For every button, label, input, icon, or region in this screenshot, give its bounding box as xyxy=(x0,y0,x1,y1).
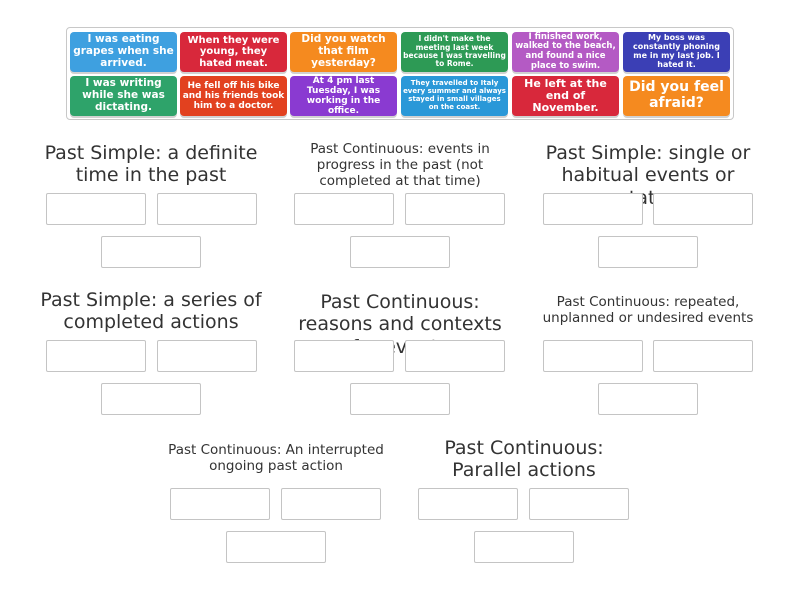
category-heading: Past Simple: a definite time in the past xyxy=(44,142,258,187)
card-eating-grapes[interactable]: I was eating grapes when she arrived. xyxy=(70,32,177,72)
drop-slot[interactable] xyxy=(474,531,574,563)
drop-slot[interactable] xyxy=(101,383,201,415)
card-boss-phoning[interactable]: My boss was constantly phoning me in my … xyxy=(623,32,730,72)
card-writing-dictating[interactable]: I was writing while she was dictating. xyxy=(70,76,177,116)
card-feel-afraid[interactable]: Did you feel afraid? xyxy=(623,76,730,116)
drop-slot[interactable] xyxy=(170,488,270,520)
drop-slot[interactable] xyxy=(294,340,394,372)
card-left-november[interactable]: He left at the end of November. xyxy=(512,76,619,116)
card-tray xyxy=(66,27,734,120)
drop-slot[interactable] xyxy=(46,340,146,372)
drop-slot[interactable] xyxy=(281,488,381,520)
drop-slot[interactable] xyxy=(157,340,257,372)
drop-slot[interactable] xyxy=(405,193,505,225)
card-hated-meat[interactable]: When they were young, they hated meat. xyxy=(180,32,287,72)
card-travelled-italy[interactable]: They travelled to Italy every summer and… xyxy=(401,76,508,116)
card-4pm-office[interactable]: At 4 pm last Tuesday, I was working in t… xyxy=(290,76,397,116)
drop-slot[interactable] xyxy=(543,340,643,372)
drop-slot[interactable] xyxy=(529,488,629,520)
category-heading: Past Simple: a series of completed actio… xyxy=(40,289,262,334)
drop-slot[interactable] xyxy=(598,236,698,268)
drop-slot[interactable] xyxy=(653,193,753,225)
category-heading: Past Continuous: repeated, unplanned or … xyxy=(542,294,754,326)
drop-slot[interactable] xyxy=(653,340,753,372)
category-heading: Past Simple: single or habitual events o… xyxy=(545,142,751,209)
drop-slot[interactable] xyxy=(350,383,450,415)
card-watch-film[interactable]: Did you watch that film yesterday? xyxy=(290,32,397,72)
drop-slot[interactable] xyxy=(543,193,643,225)
category-heading: Past Continuous: events in progress in t… xyxy=(310,141,490,189)
drop-slot[interactable] xyxy=(157,193,257,225)
category-heading: Past Continuous: An interrupted ongoing … xyxy=(168,442,384,474)
card-fell-off-bike[interactable]: He fell off his bike and his friends too… xyxy=(180,76,287,116)
drop-slot[interactable] xyxy=(350,236,450,268)
card-meeting-rome[interactable]: I didn't make the meeting last week beca… xyxy=(401,32,508,72)
card-finished-work[interactable]: I finished work, walked to the beach, an… xyxy=(512,32,619,72)
drop-slot[interactable] xyxy=(294,193,394,225)
drop-slot[interactable] xyxy=(418,488,518,520)
drop-slot[interactable] xyxy=(405,340,505,372)
drop-slot[interactable] xyxy=(101,236,201,268)
drop-slot[interactable] xyxy=(598,383,698,415)
drop-slot[interactable] xyxy=(46,193,146,225)
drop-slot[interactable] xyxy=(226,531,326,563)
category-heading: Past Continuous: Parallel actions xyxy=(444,437,604,482)
